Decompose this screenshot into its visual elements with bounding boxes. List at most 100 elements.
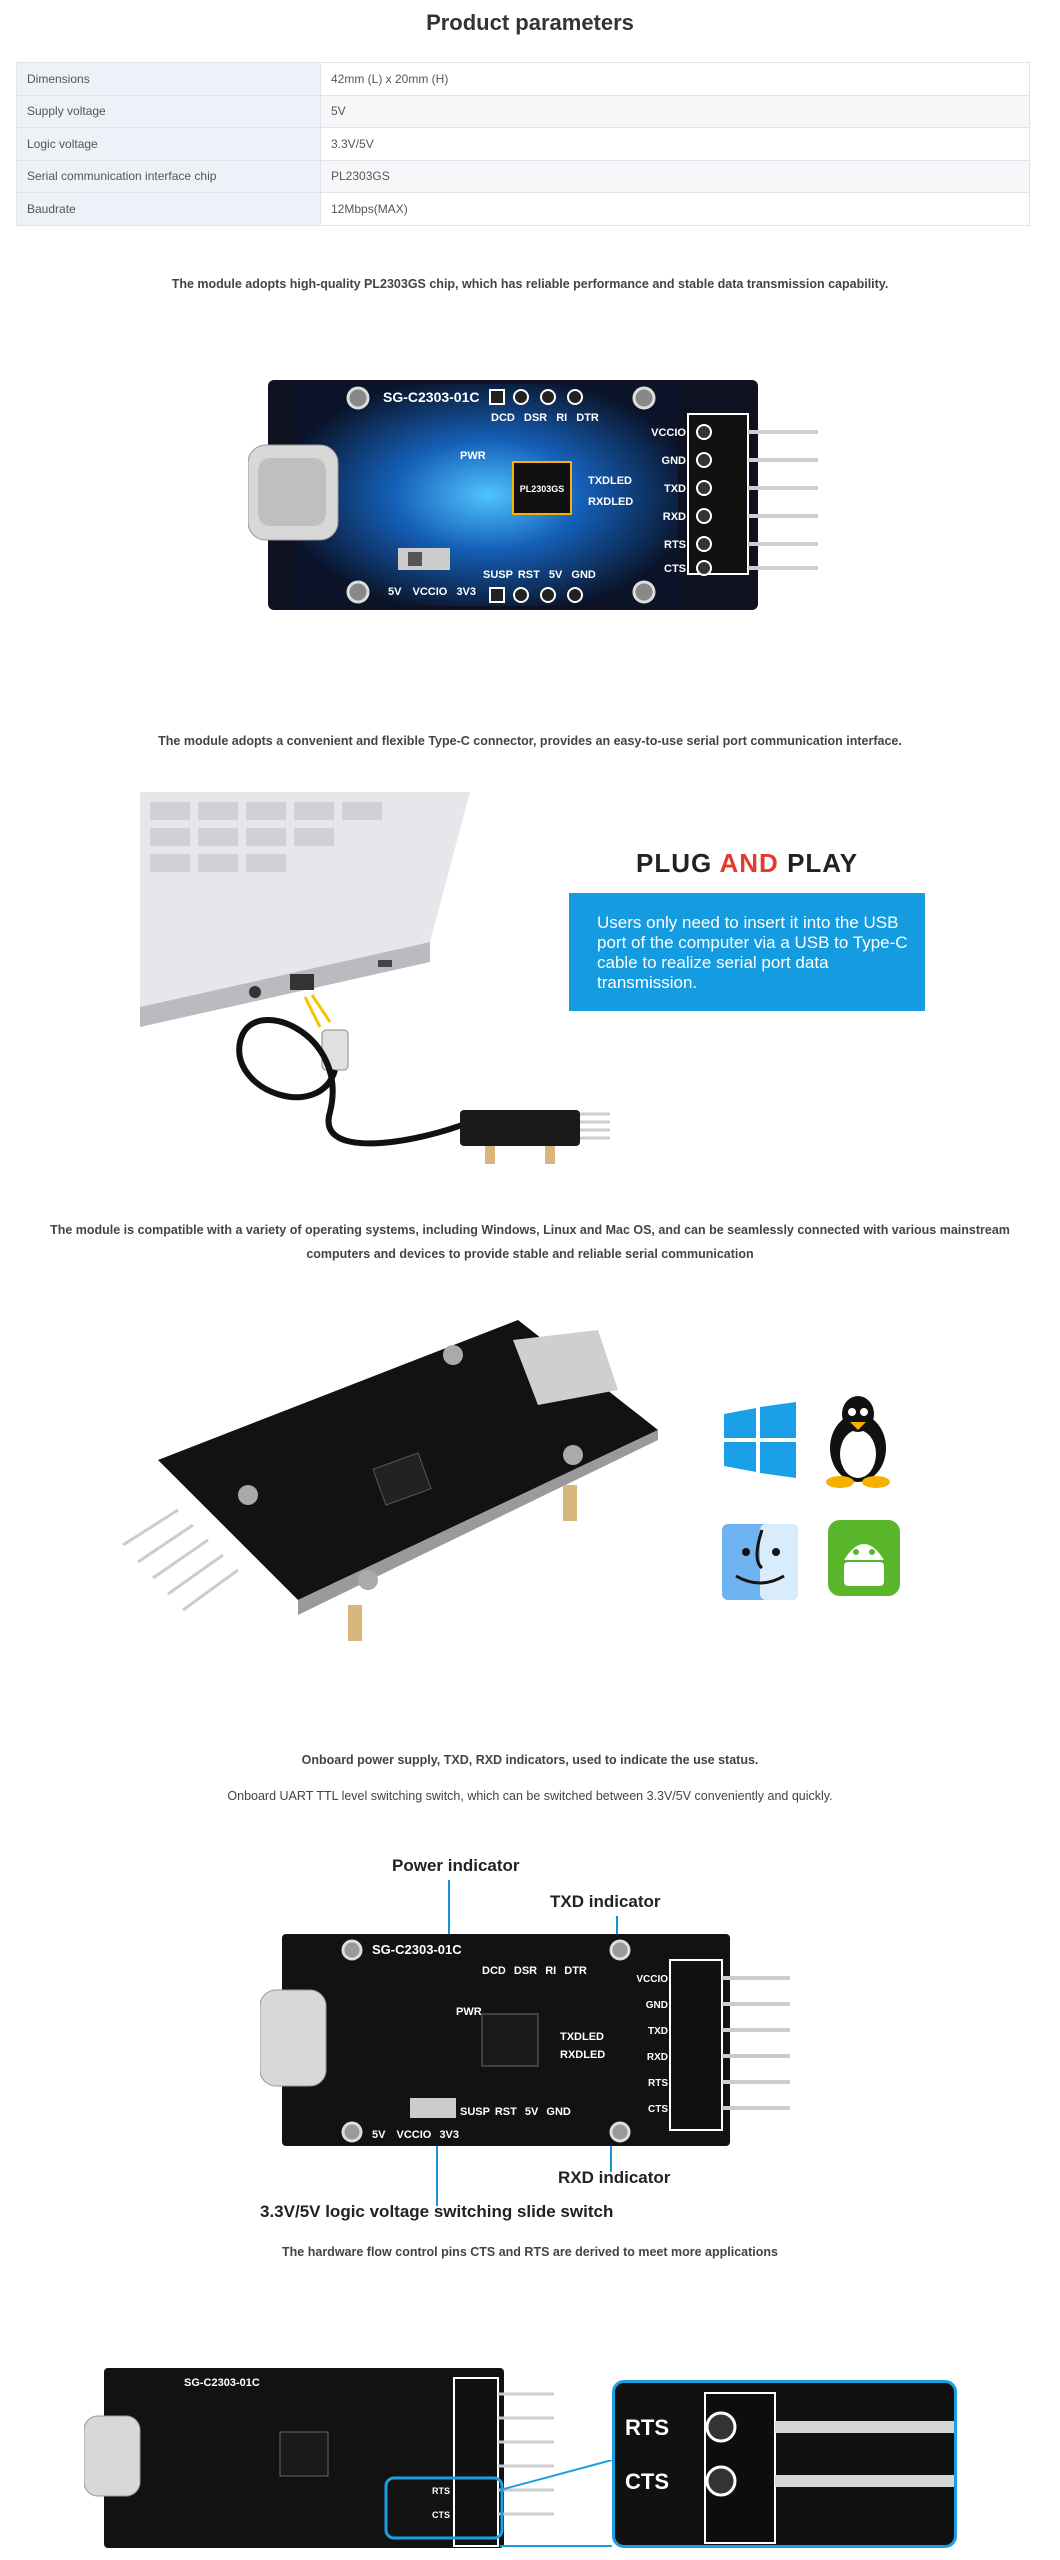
top-pin-label: RI [545,1965,556,1977]
side-pin-label: VCCIO [636,1974,668,1985]
top-pin-label: DCD [482,1965,506,1977]
angled-board-illustration [122,1320,658,1641]
svg-text:SUSP RST 5V: SUSP RST 5V GND [460,2106,571,2118]
svg-text:DCD DSR RI D: DCD DSR RI DTR [482,1965,587,1977]
bottom-pin-label: RST [495,2106,517,2118]
bottom-pin-label: RST [518,569,540,581]
param-name: Dimensions [16,62,321,96]
laptop-illustration [140,792,610,1164]
side-pin-label: VCCIO [651,427,686,439]
bottom-pin-label: 5V [549,569,563,581]
caption-switch: Onboard UART TTL level switching switch,… [227,1789,833,1803]
caption-typec: The module adopts a convenient and flexi… [158,734,902,748]
switch-leader-line [436,2116,438,2206]
callout-txd-indicator: TXD indicator [550,1892,661,1911]
plug-word: PLUG [636,848,713,878]
side-pin-label: CTS [648,2104,668,2115]
windows-icon [724,1402,796,1478]
zoom-pin-label: CTS [625,2469,669,2494]
zoom-pin-label: RTS [625,2415,669,2440]
svg-text:DCD DSR RI D: DCD DSR RI DTR [491,412,599,424]
board-image-flow-control: SG-C2303-01C RTS CTS [83,2360,584,2556]
top-pin-label: DTR [564,1965,587,1977]
switch-label: 3V3 [439,2129,459,2141]
param-value: 42mm (L) x 20mm (H) [320,62,1030,96]
param-value: 5V [320,94,1030,128]
led-label-rxd: RXDLED [560,2049,605,2061]
bottom-pin-label: 5V [525,2106,539,2118]
side-pin-label: RXD [663,511,686,523]
callout-switch: 3.3V/5V logic voltage switching slide sw… [260,2202,614,2221]
bottom-pin-label: GND [571,569,596,581]
caption-flow-control: The hardware flow control pins CTS and R… [282,2245,778,2259]
led-label-txd: TXDLED [588,475,632,487]
board-image-annotated: Power indicator TXD indicator SG-C2303-0… [260,1850,800,2210]
bottom-pin-label: SUSP [483,569,513,581]
top-pin-label: DTR [576,412,599,424]
led-label-pwr: PWR [456,2006,482,2018]
board-illustration: PL2303GS SG-C2303-01C DCD DSR RI DTR SUS… [247,380,818,610]
param-name: Logic voltage [16,127,321,161]
mac-finder-icon [722,1524,798,1600]
side-pin-label: TXD [648,2026,668,2037]
zoom-connector-lines [500,2460,613,2547]
zoom-pins-illustration: RTS CTS [625,2392,954,2544]
laptop-cable-image [140,792,620,1172]
switch-label: 5V [372,2129,386,2141]
side-pin-label: RTS [664,539,686,551]
callout-power-indicator: Power indicator [392,1856,520,1875]
side-pin-label: TXD [664,483,686,495]
board-image-top-view: PL2303GS SG-C2303-01C DCD DSR RI DTR SUS… [247,370,828,630]
chip-label: PL2303GS [520,484,565,494]
param-value: PL2303GS [320,159,1030,193]
switch-label: VCCIO [397,2129,432,2141]
side-pin-label: RTS [648,2078,668,2089]
caption-os-line-2: computers and devices to provide stable … [306,1247,754,1261]
param-name: Baudrate [16,192,321,226]
caption-chip: The module adopts high-quality PL2303GS … [171,277,889,291]
annotated-board-illustration: SG-C2303-01C DCD DSR RI DTR SUSP RST 5V … [260,1934,790,2146]
svg-text:5V VCCIO 3V3: 5V VCCIO 3V3 [388,586,476,598]
top-pin-label: DSR [514,1965,537,1977]
param-value: 12Mbps(MAX) [320,192,1030,226]
plug-and-play-title: PLUG AND PLAY [636,848,858,879]
top-pin-label: RI [556,412,567,424]
top-pin-label: DSR [524,412,547,424]
led-label-rxd: RXDLED [588,496,633,508]
param-name: Supply voltage [16,94,321,128]
side-pin-label: RTS [432,2486,450,2496]
board-model: SG-C2303-01C [184,2377,260,2389]
zoom-rts-cts-frame: RTS CTS [612,2380,957,2548]
bottom-pin-label: GND [546,2106,571,2118]
page-title: Product parameters [426,10,634,35]
side-pin-label: GND [662,455,687,467]
side-pin-label: RXD [647,2052,668,2063]
board-image-angled [118,1310,678,1650]
side-pin-label: CTS [664,563,686,575]
svg-text:SUSP RST 5V: SUSP RST 5V GND [483,569,596,581]
caption-os-line-1: The module is compatible with a variety … [50,1223,1010,1237]
android-icon [828,1520,900,1596]
and-word: AND [719,848,779,878]
svg-text:5V VCCIO 3V3: 5V VCCIO 3V3 [372,2129,459,2141]
side-pin-label: GND [646,2000,668,2011]
param-value: 3.3V/5V [320,127,1030,161]
board-model: SG-C2303-01C [383,389,480,405]
led-label-pwr: PWR [460,450,486,462]
flow-board-illustration: SG-C2303-01C RTS CTS [83,2368,554,2548]
plug-and-play-text: Users only need to insert it into the US… [569,893,925,1011]
switch-label: 3V3 [456,586,476,598]
callout-rxd-indicator: RXD indicator [558,2168,671,2187]
side-pin-label: CTS [432,2510,450,2520]
linux-penguin-icon [818,1392,898,1488]
caption-indicators: Onboard power supply, TXD, RXD indicator… [301,1753,759,1767]
led-label-txd: TXDLED [560,2031,604,2043]
play-word: PLAY [787,848,859,878]
top-pin-label: DCD [491,412,515,424]
